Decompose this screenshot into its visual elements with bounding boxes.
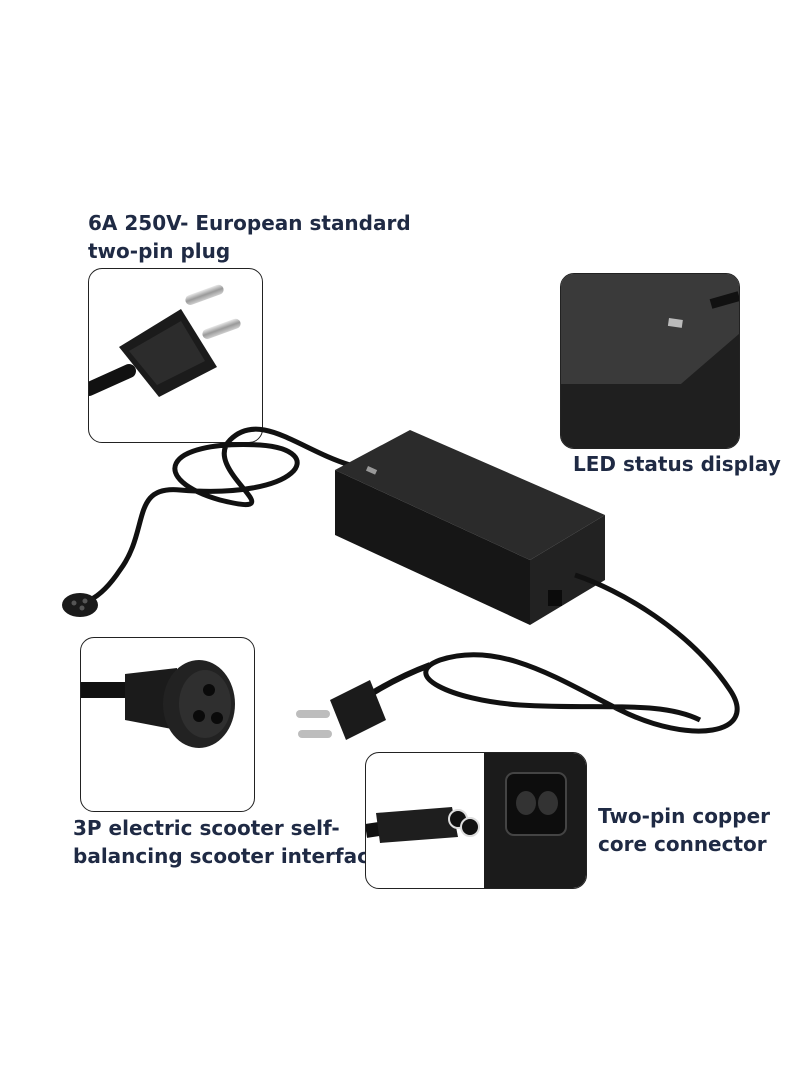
scooter-label-line2: balancing scooter interface [73,844,383,868]
scooter-label-line1: 3P electric scooter self- [73,816,340,840]
plug-callout-label: 6A 250V- European standard two-pin plug [88,209,411,265]
output-cable [88,426,351,603]
plug-label-line2: two-pin plug [88,239,231,263]
scooter-connector [62,593,98,617]
connector-inset-frame [365,752,587,889]
two-pin-connector-image [366,753,586,888]
led-label-text: LED status display [573,452,781,476]
led-status-image [561,274,739,448]
connector-label-line1: Two-pin copper [598,804,770,828]
scooter-connector-image [81,660,235,748]
input-cable [423,572,740,734]
eu-plug-image [89,284,241,397]
charger-brick [335,430,605,625]
led-callout-label: LED status display [573,450,781,478]
connector-label-line2: core connector [598,832,767,856]
led-inset-frame [560,273,740,449]
plug-inset-frame [88,268,263,443]
scooter-inset-frame [80,637,255,812]
eu-plug [296,680,386,740]
plug-label-line1: 6A 250V- European standard [88,211,411,235]
connector-callout-label: Two-pin copper core connector [598,802,770,858]
scooter-callout-label: 3P electric scooter self- balancing scoo… [73,814,383,870]
